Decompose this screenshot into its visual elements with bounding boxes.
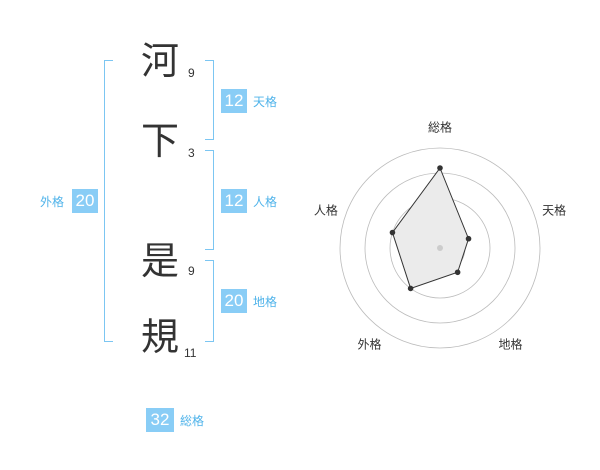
chikaku-label: 地格 xyxy=(253,295,278,309)
name-char-4: 規 xyxy=(141,315,180,359)
name-char-3: 是 xyxy=(141,239,180,283)
stroke-count-4: 11 xyxy=(184,346,197,360)
radar-center-point xyxy=(437,245,443,251)
radar-axis-label: 総格 xyxy=(428,120,452,135)
radar-axis-label: 人格 xyxy=(314,202,338,217)
tenkaku-value-badge: 12 xyxy=(221,89,247,113)
stroke-count-2: 3 xyxy=(188,146,195,160)
tenkaku-label: 天格 xyxy=(253,95,278,109)
stroke-count-3: 9 xyxy=(188,264,195,278)
radar-axis-label: 外格 xyxy=(357,337,381,352)
jinkaku-bracket xyxy=(205,150,214,250)
radar-series-area xyxy=(391,166,470,290)
stroke-count-1: 9 xyxy=(188,66,195,80)
radar-data-point xyxy=(454,269,461,276)
name-char-1: 河 xyxy=(141,39,180,83)
gaikaku-bracket xyxy=(104,60,113,342)
soukaku-label: 総格 xyxy=(180,414,205,428)
chikaku-bracket xyxy=(205,260,214,342)
jinkaku-label: 人格 xyxy=(253,195,278,209)
gaikaku-value-badge: 20 xyxy=(72,189,98,213)
radar-data-point xyxy=(407,285,414,292)
radar-data-point xyxy=(465,235,472,242)
jinkaku-value-badge: 12 xyxy=(221,189,247,213)
chikaku-value-badge: 20 xyxy=(221,289,247,313)
radar-grid-ring xyxy=(339,147,541,349)
radar-data-point xyxy=(389,229,396,236)
radar-axis-label: 地格 xyxy=(498,337,522,352)
name-char-2: 下 xyxy=(141,119,180,163)
radar-data-point xyxy=(437,165,443,171)
soukaku-value-badge: 32 xyxy=(146,408,174,432)
tenkaku-bracket xyxy=(205,60,214,140)
gaikaku-label: 外格 xyxy=(40,195,65,209)
radar-axis-label: 天格 xyxy=(542,202,566,217)
